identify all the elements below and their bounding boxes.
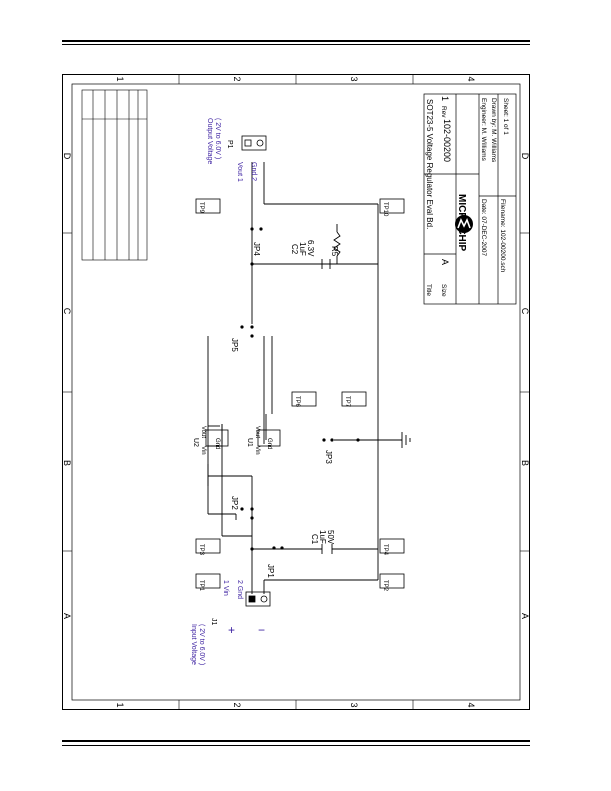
zone-letter-b-left: B [62, 460, 72, 466]
jp4-label: JP4 [252, 242, 261, 256]
p1-pin1: Vout 1 [236, 162, 243, 182]
c2-ref: C2 [290, 244, 299, 255]
zone-letter-d-right: D [520, 153, 530, 160]
revision-table [81, 89, 148, 261]
tp1-label: TP1 [198, 580, 204, 592]
jp5-label: JP5 [230, 338, 239, 352]
header-rule [62, 40, 530, 42]
r5-ref: R5 [330, 246, 339, 257]
j1-minus: − [258, 623, 265, 637]
u1-vin: Vin [254, 446, 260, 455]
footer-rule-thin [62, 745, 530, 746]
j1-pin1: 1 Vin [222, 580, 229, 596]
tp6-label: TP6 [294, 396, 300, 408]
jumper-pins [240, 227, 360, 551]
rev-label: Rev [440, 106, 447, 118]
zone-ticks [62, 74, 530, 710]
u2-ref: U2 [192, 438, 199, 447]
tp10-label: TP10 [382, 202, 388, 217]
date-field: Date: 07-DEC-2007 [480, 199, 487, 256]
p1-title-line1: Output Voltage [206, 118, 213, 164]
zone-letter-d-left: D [62, 153, 72, 160]
c1-ref: C1 [310, 534, 319, 545]
tp4-label: TP4 [382, 544, 388, 556]
j1-pin2: 2 Gnd [236, 580, 243, 599]
j1-ref: J1 [210, 618, 217, 626]
tp2-label: TP2 [382, 580, 388, 592]
title-label: Title [425, 284, 432, 296]
footer-rule [62, 740, 530, 742]
zone-letter-c-right: C [520, 308, 530, 315]
test-points [195, 198, 405, 589]
tp7-label: TP7 [344, 396, 350, 408]
u2-regulator [205, 429, 229, 447]
u1-regulator [257, 429, 281, 447]
zone-number-2-bottom: 2 [232, 702, 242, 707]
filename-field: Filename: 102-00200.sch [499, 199, 506, 273]
zone-letter-b-right: B [520, 460, 530, 466]
zone-number-2-top: 2 [232, 76, 242, 81]
j1-plus: + [228, 623, 235, 637]
header-rule-thin [62, 44, 530, 45]
tp9-label: TP9 [198, 202, 204, 214]
schematic-sheet: 1 2 3 4 1 2 3 4 A B C D A B C D Title SO… [62, 74, 530, 710]
microchip-logo [455, 215, 473, 233]
drawn-by-field: Drawn by: M. Williams [490, 98, 497, 163]
u2-vin: Vin [200, 446, 206, 455]
zone-number-1-bottom: 1 [115, 702, 125, 707]
size-value: A [440, 259, 450, 265]
zone-letter-a-right: A [520, 613, 530, 619]
p1-title-line2: ( 2V to 6.0V ) [214, 118, 221, 159]
u1-vout: Vout [254, 426, 260, 438]
zone-letter-a-left: A [62, 613, 72, 619]
jp2-label: JP2 [230, 496, 239, 510]
p1-connector [241, 135, 267, 151]
u2-vout: Vout [200, 426, 206, 438]
u1-ref: U1 [246, 438, 253, 447]
j1-title-line1: Input Voltage [190, 624, 197, 665]
c1-value: 1uF [318, 530, 327, 544]
jp1-label: JP1 [266, 564, 275, 578]
drawing-number: 102-00200 [442, 119, 452, 162]
c2-rating: 6.3V [306, 240, 315, 257]
wires [207, 162, 411, 594]
zone-number-3-bottom: 3 [349, 702, 359, 707]
size-label: Size [440, 284, 447, 297]
p1-ref: P1 [226, 140, 233, 149]
c1-rating: 50V [326, 530, 335, 545]
u1-gnd: Gnd [266, 438, 272, 449]
jp3-label: JP3 [324, 450, 333, 464]
title-text: SOT23-5 Voltage Regulator Eval Bd. [425, 99, 434, 229]
rev-value: 1 [440, 96, 450, 101]
c2-value: 1uF [298, 242, 307, 256]
j1-connector [245, 591, 271, 607]
p1-pin2: Gnd 2 [250, 162, 257, 181]
zone-letter-c-left: C [62, 308, 72, 315]
zone-number-1-top: 1 [115, 76, 125, 81]
j1-title-line2: ( 2V to 6.0V ) [198, 624, 205, 665]
title-block [423, 93, 517, 305]
tp3-label: TP3 [198, 544, 204, 556]
engineer-field: Engineer: M. Williams [480, 98, 487, 162]
zone-number-4-bottom: 4 [466, 702, 476, 707]
zone-number-3-top: 3 [349, 76, 359, 81]
u2-gnd: Gnd [214, 438, 220, 449]
zone-number-4-top: 4 [466, 76, 476, 81]
sheet-field: Sheet: 1 of 1 [502, 98, 509, 135]
